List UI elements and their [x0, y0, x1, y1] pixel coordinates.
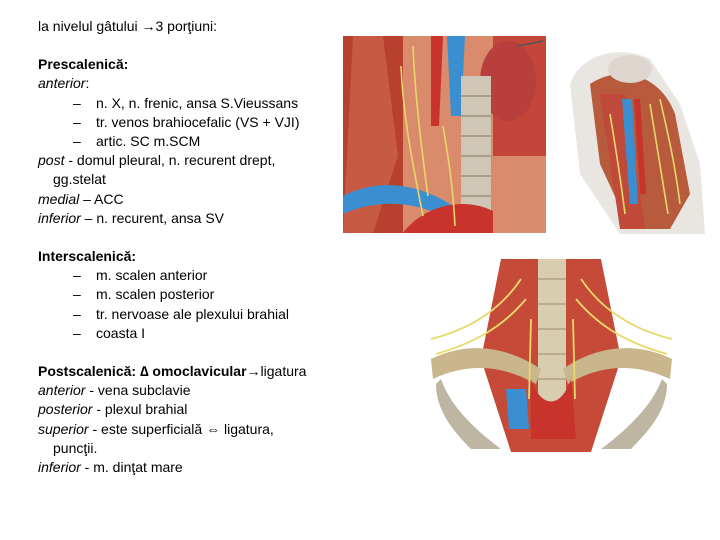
inferior-line-2: inferior - m. dinţat mare	[38, 459, 183, 476]
thoracic-inlet-image	[431, 259, 672, 452]
section-header: la nivelul gâtului →3 porţiuni:	[38, 18, 217, 34]
neck-dissection-image	[343, 36, 546, 233]
lateral-neck-image	[560, 44, 709, 236]
superior-line: superior - este superficială ⇔ ligatura,	[38, 420, 274, 437]
list-item: –n. X, n. frenic, ansa S.Vieussans	[73, 94, 299, 111]
anterior-label: anterior	[38, 75, 86, 92]
list-item: –tr. nervoase ale plexului brahial	[73, 305, 290, 322]
list-item: –tr. venos brahiocefalic (VS + VJI)	[73, 113, 300, 130]
postscalenica-title: Postscalenică: ∆ omoclavicular→ligatura	[38, 363, 307, 380]
inferior-line: inferior – n. recurent, ansa SV	[38, 209, 224, 226]
medial-line: medial – ACC	[38, 190, 124, 207]
list-item: –artic. SC m.SCM	[73, 133, 201, 150]
superior-line-cont: puncţii.	[53, 439, 98, 456]
list-item: –coasta I	[73, 324, 146, 341]
posterior-line: posterior - plexul brahial	[38, 401, 188, 418]
notes-text-block: la nivelul gâtului →3 porţiuni: Prescale…	[38, 17, 338, 477]
post-line: post - domul pleural, n. recurent drept,	[38, 152, 276, 169]
post-line-cont: gg.stelat	[53, 171, 106, 188]
list-item: –m. scalen anterior	[73, 267, 208, 284]
prescalenica-title: Prescalenică:	[38, 56, 129, 73]
interscalenica-title: Interscalenică:	[38, 248, 137, 265]
anterior-line: anterior - vena subclavie	[38, 382, 191, 399]
list-item: –m. scalen posterior	[73, 286, 215, 303]
